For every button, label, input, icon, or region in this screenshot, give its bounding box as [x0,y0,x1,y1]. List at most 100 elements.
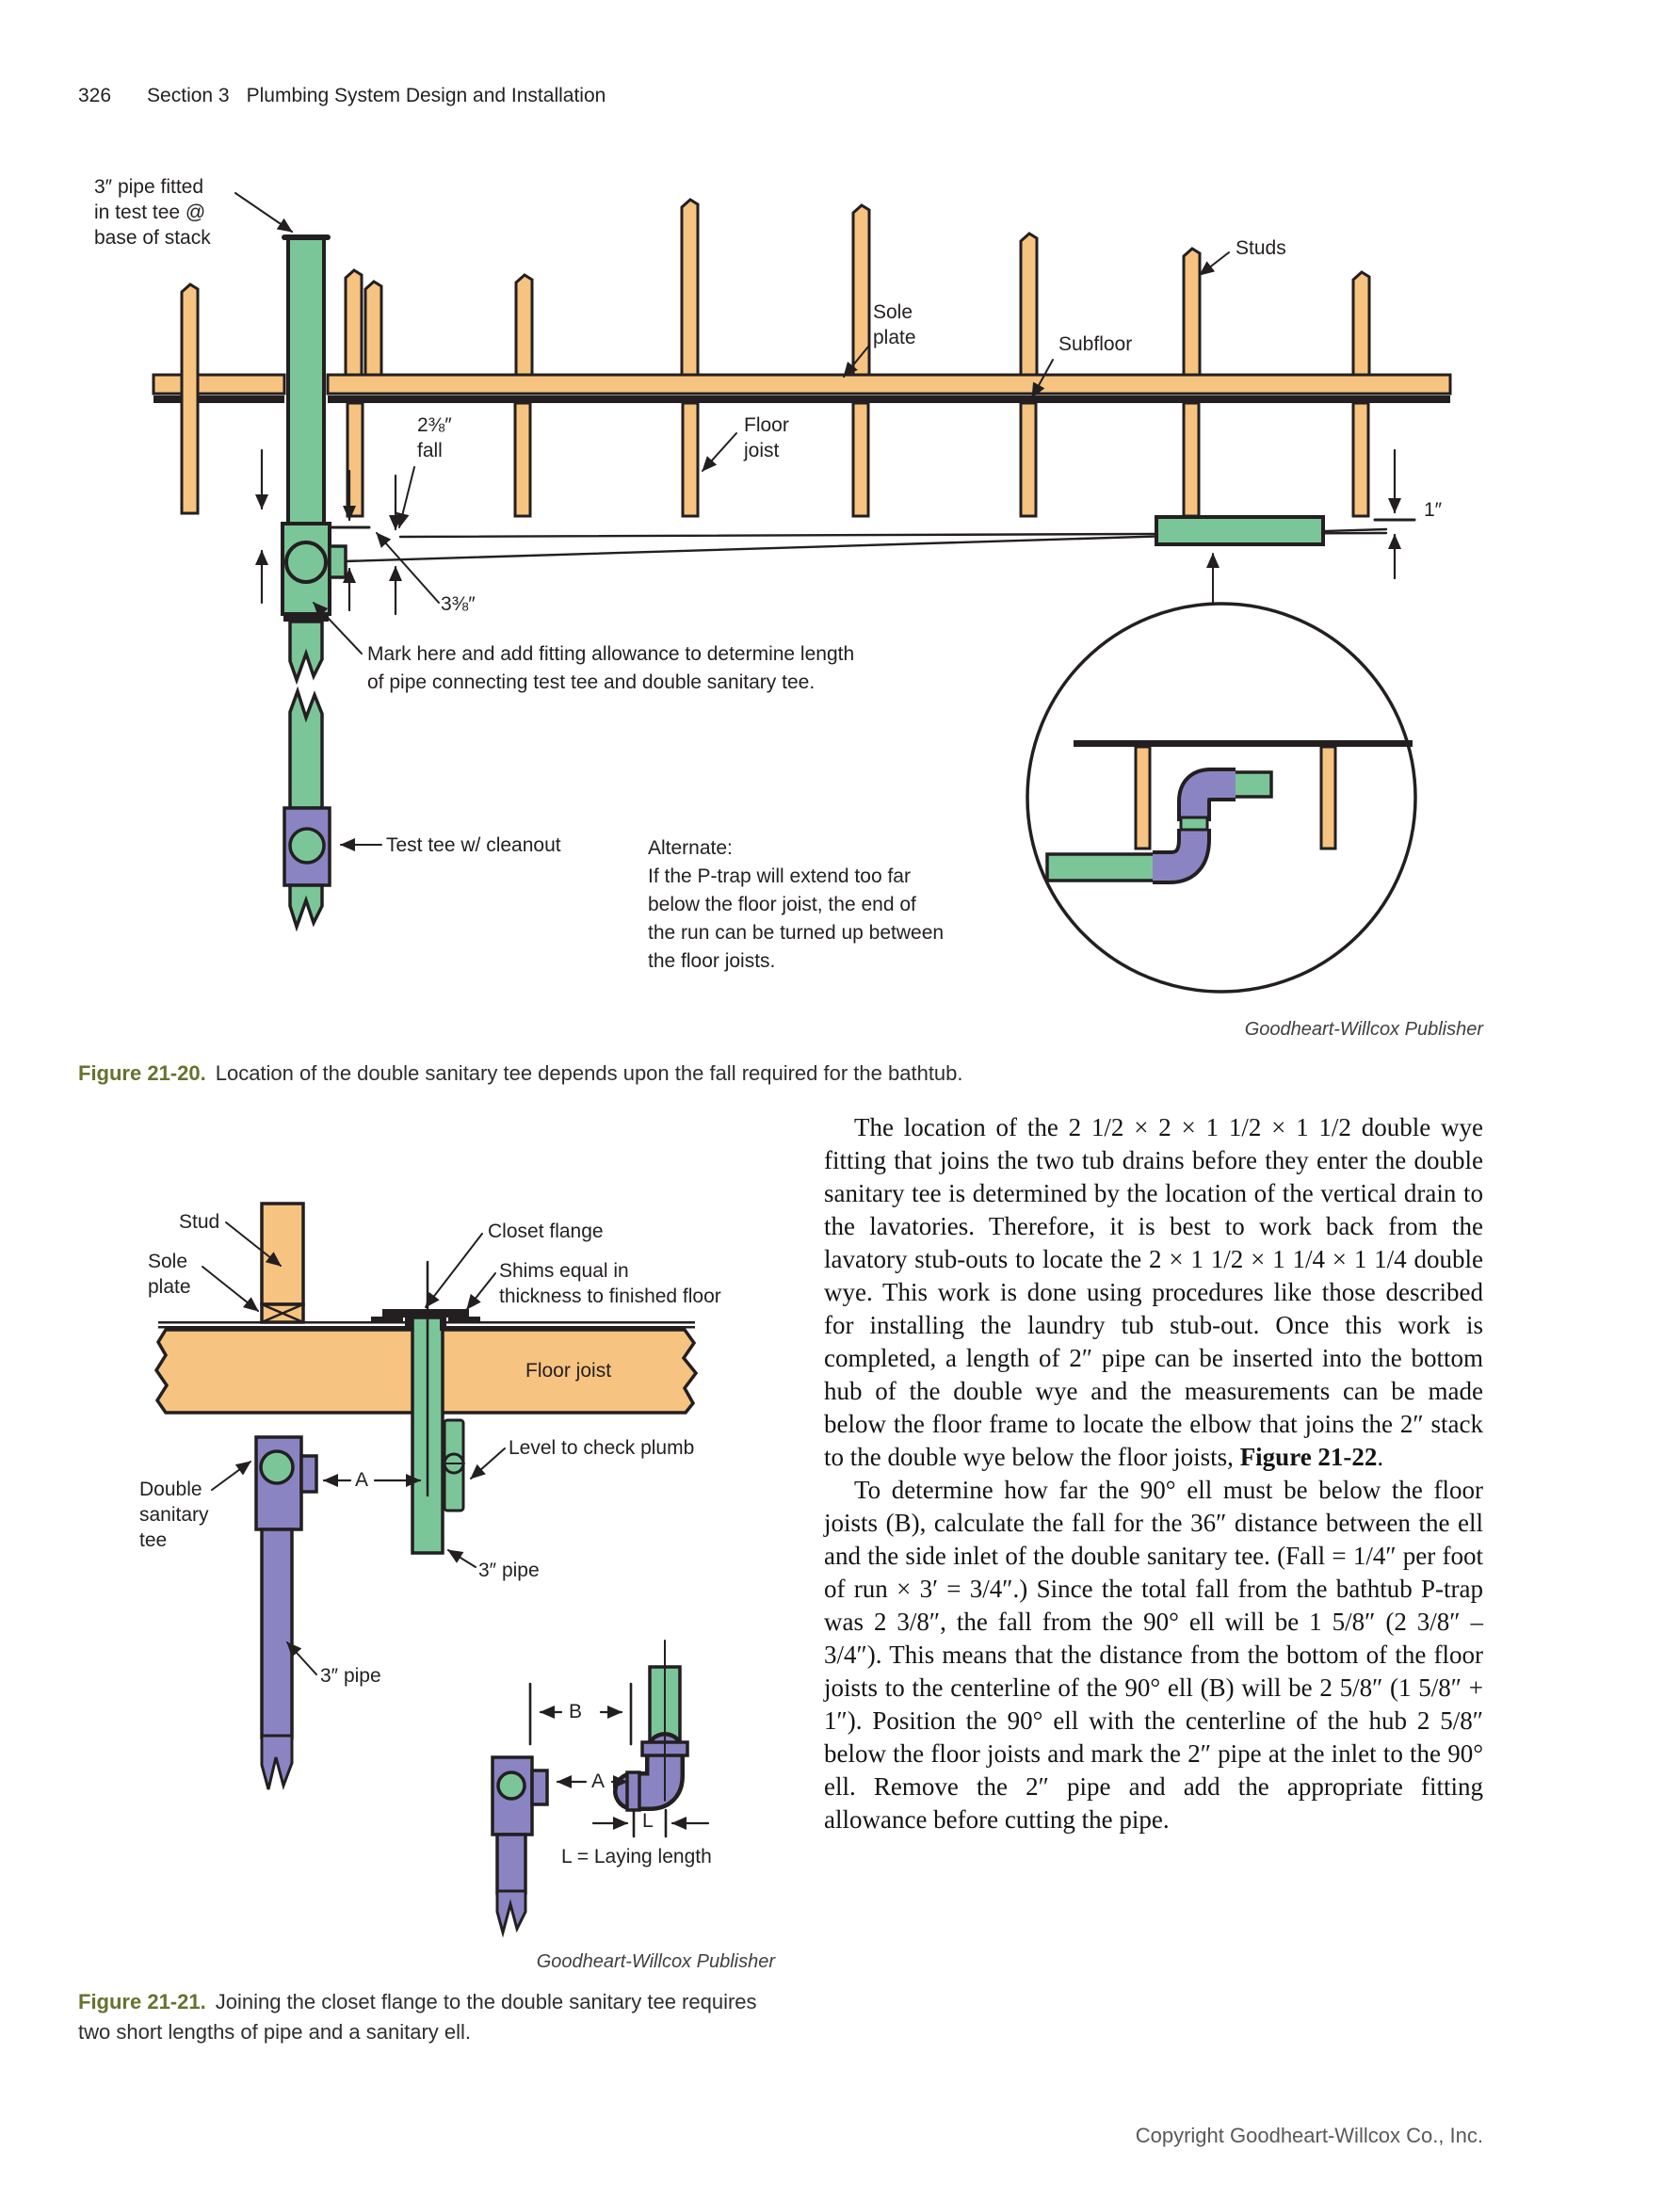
stud-and-plate [260,1202,305,1324]
pipe-break-upper [288,620,324,686]
label-level: Level to check plumb [509,1437,695,1459]
label-sole-plate-2121: Sole plate [148,1251,191,1298]
label-shims: Shims equal in thickness to finished flo… [499,1260,721,1307]
label-floor-joist: Floor joist [744,414,789,461]
shim [371,1317,403,1323]
label-3in-pipe-green: 3″ pipe [478,1560,540,1581]
pipe-3in-purple [260,1528,294,1739]
body-paragraph-1: The location of the 2 1/2 × 2 × 1 1/2 × … [824,1113,1483,1471]
trap-outlet-pipe [1045,852,1156,882]
studs [180,198,1371,515]
leader-arrows-2121 [202,1221,506,1675]
label-alternate: Alternate: If the P-trap will extend too… [648,837,945,972]
p-trap [1153,768,1236,884]
closet-flange-assembly [371,1260,480,1555]
tee-hub-opening [259,1449,295,1485]
joist-detail [1319,745,1337,850]
copyright-notice: Copyright Goodheart-Willcox Co., Inc. [1135,2124,1483,2147]
caption-21-21-text: Joining the closet flange to the double … [78,1990,757,2044]
caption-21-21-label: Figure 21-21. [78,1990,206,2013]
small-tee-pipe [495,1833,527,1895]
tee-hub-opening [284,541,328,584]
stud [1182,247,1202,377]
tee-side-outlet [328,544,347,579]
label-mark-here: Mark here and add fitting allowance to d… [367,643,855,693]
pipe-break-lower [288,686,324,810]
label-dim-b: B [569,1701,583,1722]
dimension-arrows-2121 [322,1474,710,1838]
joist-detail [1134,745,1152,850]
floor-joist [1019,401,1038,518]
coupling-mark [283,614,329,622]
stud [363,280,383,377]
double-sanitary-tee-assembly [254,1435,318,1790]
stud [180,283,200,515]
floor-joist [1182,401,1201,518]
label-dim-l: L [642,1810,654,1832]
stud [260,1202,305,1306]
sole-plate-subfloor [152,373,1452,403]
floor-joists [346,401,1370,518]
page-number: 326 [78,85,112,106]
closet-flange [382,1309,469,1318]
body-text-column: The location of the 2 1/2 × 2 × 1 1/2 × … [824,1111,1483,1836]
shim [448,1317,480,1323]
label-3in-pipe-purple: 3″ pipe [320,1665,381,1687]
flange-hub [405,1318,412,1331]
body-paragraph-2: To determine how far the 90° ell must be… [824,1476,1483,1834]
label-dim-a-lower: A [591,1771,606,1792]
label-laying-length: L = Laying length [561,1846,712,1868]
stud [514,273,534,377]
section-number: Section 3 [147,85,230,106]
label-studs: Studs [1236,237,1286,259]
laying-length-detail [491,1640,689,1938]
label-pipe-fitted: 3″ pipe fitted in test tee @ base of sta… [94,176,211,249]
caption-21-20-text: Location of the double sanitary tee depe… [215,1061,963,1085]
tee-side-outlet [299,1454,318,1494]
detail-circle [1026,602,1417,994]
stud [1351,270,1371,377]
floor-joist [681,401,700,518]
leader-arrows [234,192,1230,851]
label-1-inch: 1″ [1424,499,1443,521]
tub-drain-pipe [1155,515,1325,546]
label-closet-flange: Closet flange [488,1221,604,1242]
running-head: 326 Section 3 Plumbing System Design and… [78,85,606,107]
figure-21-20-drawing [152,192,1452,994]
label-dim-a-upper: A [355,1469,369,1491]
level-tool [443,1418,465,1512]
stack-pipe [286,235,326,525]
label-fall: 2⅜″ fall [417,414,452,461]
figure-21-21-drawing [153,1202,710,1938]
subfloor-detail [1074,740,1413,747]
pipe-break [495,1889,527,1938]
flange-hub [440,1318,446,1331]
dimension-arrows [255,448,1416,616]
attribution-21-21: Goodheart-Willcox Publisher [536,1951,775,1972]
floor-joist [513,401,532,518]
caption-21-20: Figure 21-20. Location of the double sani… [78,1059,1397,1089]
pipe-break [260,1734,294,1790]
label-floor-joist-2121: Floor joist [525,1360,612,1382]
stud [344,268,363,377]
label-test-tee: Test tee w/ cleanout [386,834,561,856]
caption-21-20-label: Figure 21-20. [78,1061,206,1085]
stud [680,198,700,377]
label-stud-2121: Stud [179,1211,220,1233]
stud [1019,232,1039,377]
label-sole-plate: Sole plate [873,301,916,348]
stack-assembly [281,234,347,932]
small-tee-hub [496,1771,526,1801]
small-tee-outlet [530,1769,549,1806]
floor-joist [851,401,870,518]
cleanout-opening [288,827,326,865]
stud [851,203,871,377]
label-3-38: 3⅜″ [441,593,476,615]
label-double-sanitary-tee: Double sanitary tee [139,1479,209,1551]
attribution-21-20: Goodheart-Willcox Publisher [1244,1019,1483,1040]
section-title: Plumbing System Design and Installation [246,85,606,106]
ell-hub-outlet [625,1771,641,1812]
caption-21-21: Figure 21-21.Joining the closet flange t… [78,1987,775,2047]
